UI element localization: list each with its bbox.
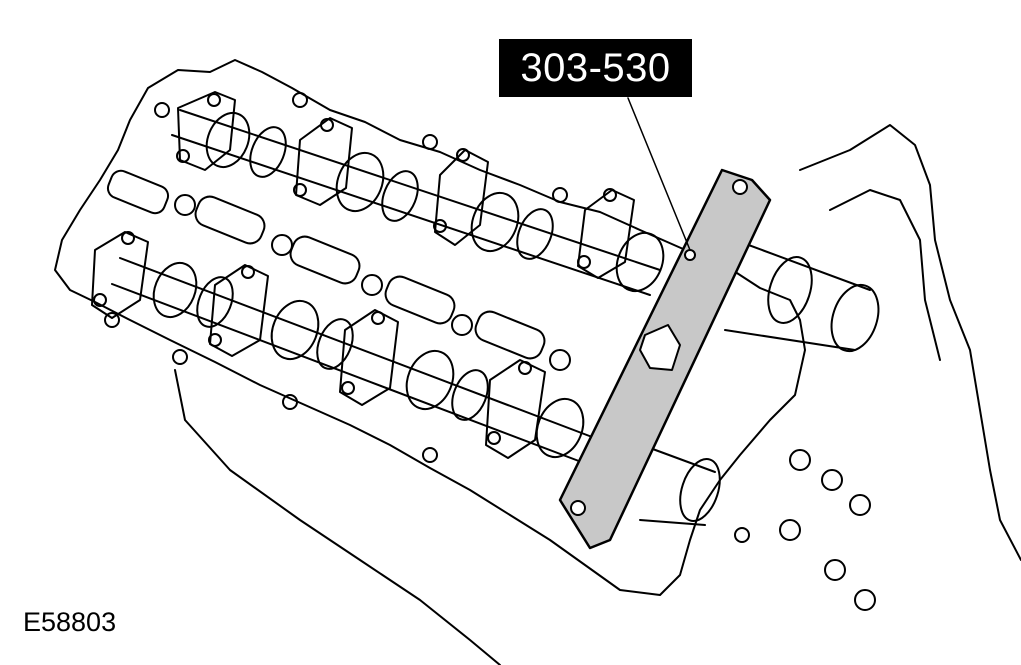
upper-bearing-caps (176, 91, 635, 279)
front-cover-fittings (734, 449, 876, 611)
intake-camshaft (111, 257, 601, 467)
figure-reference-id: E58803 (23, 607, 117, 637)
engine-block-inner (829, 189, 941, 361)
engine-block-outline-right (799, 124, 1021, 561)
tool-number-label: 303-530 (499, 39, 692, 97)
exhaust-camshaft (171, 109, 665, 296)
cylinder-head-outline (54, 59, 806, 596)
intake-port-openings (106, 169, 571, 371)
callout-leader (627, 97, 691, 251)
lower-bearing-caps (91, 231, 546, 459)
camshaft-alignment-tool (558, 168, 772, 550)
engine-block-outline (174, 369, 501, 665)
head-bolt-holes (104, 92, 568, 463)
camshaft-ends (639, 239, 880, 526)
